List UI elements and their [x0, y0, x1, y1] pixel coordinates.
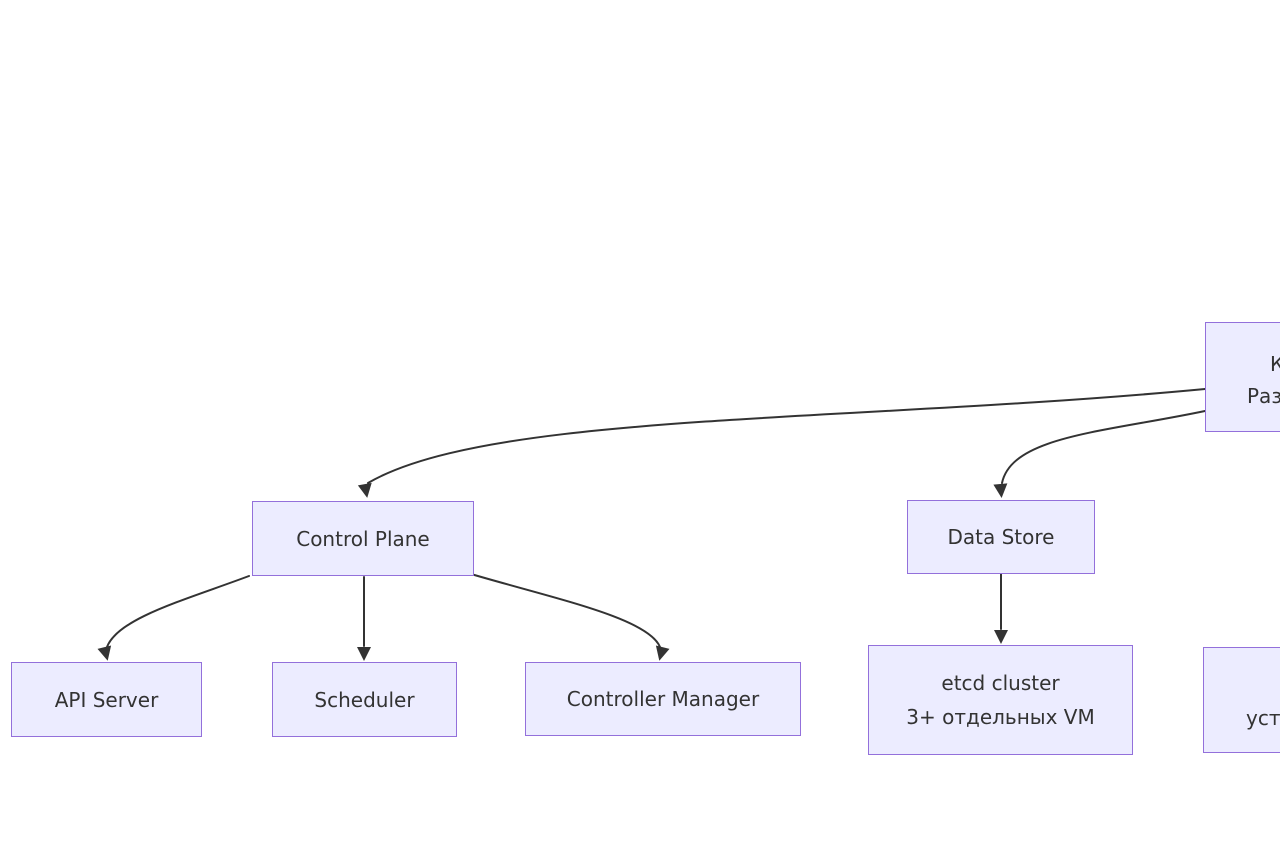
node-etcd-line2: 3+ отдельных VM: [906, 705, 1095, 729]
node-controller-manager: Controller Manager: [525, 662, 801, 736]
edge-cluster-to-data-store: [1001, 410, 1206, 484]
edge-cluster-to-control-plane: [367, 388, 1206, 484]
node-etcd: etcd cluster 3+ отдельных VM: [868, 645, 1133, 755]
arrowhead-data-store: [993, 483, 1008, 498]
edge-control-plane-to-controller-manager: [470, 573, 661, 648]
node-scheduler: Scheduler: [272, 662, 457, 737]
edge-control-plane-to-api-server: [106, 575, 250, 648]
node-addons-line2: уста: [1246, 706, 1280, 730]
node-scheduler-label: Scheduler: [314, 687, 415, 712]
node-control-plane: Control Plane: [252, 501, 474, 576]
node-data-store: Data Store: [907, 500, 1095, 574]
node-cluster-line1: К: [1270, 352, 1280, 376]
arrowhead-etcd: [994, 630, 1008, 644]
arrowhead-scheduler: [357, 647, 371, 661]
arrowhead-control-plane: [357, 482, 372, 498]
node-api-server: API Server: [11, 662, 202, 737]
node-addons-partial: уста: [1203, 647, 1280, 753]
node-api-server-label: API Server: [54, 687, 159, 712]
arrowhead-controller-manager: [655, 645, 670, 661]
node-data-store-label: Data Store: [947, 525, 1055, 549]
node-control-plane-label: Control Plane: [296, 526, 430, 551]
node-cluster-line2: Раз: [1247, 384, 1280, 408]
node-cluster-partial: К Раз: [1205, 322, 1280, 432]
node-etcd-line1: etcd cluster: [941, 671, 1060, 695]
node-controller-manager-label: Controller Manager: [566, 687, 760, 711]
arrowhead-api-server: [97, 645, 112, 661]
